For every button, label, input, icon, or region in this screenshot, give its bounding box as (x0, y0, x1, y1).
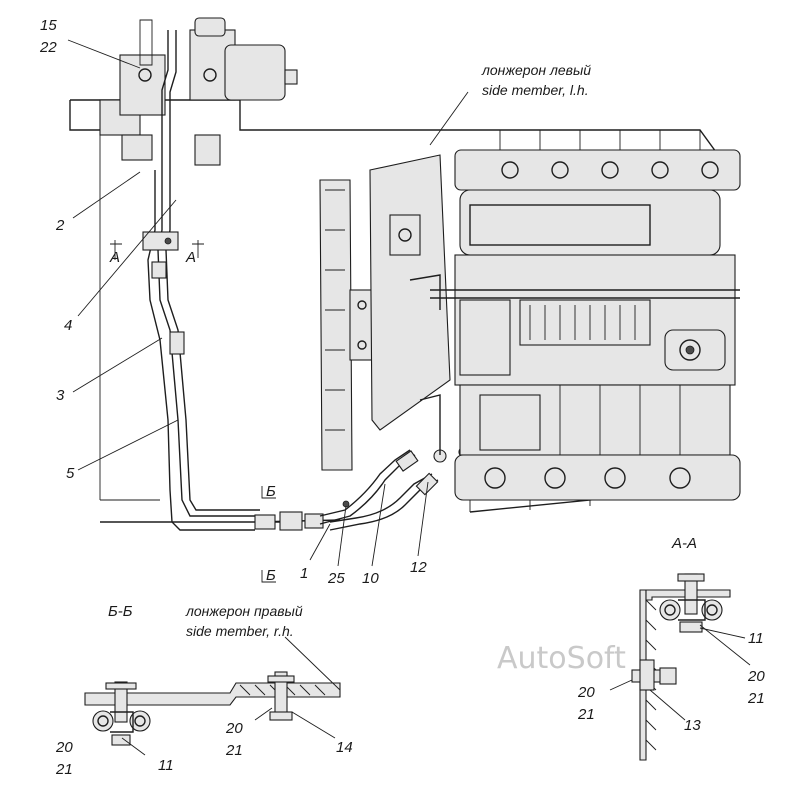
caption-right-member-en: side member, r.h. (186, 623, 294, 639)
fan (319, 179, 373, 471)
callout-4: 4 (64, 317, 72, 334)
section-aa-drawing (609, 573, 751, 761)
callout-22: 22 (39, 39, 57, 56)
section-bb-title: Б-Б (108, 603, 133, 620)
fuel-pipes-left (142, 30, 341, 531)
callout-12: 12 (410, 559, 427, 576)
section-bb-callout-11: 11 (158, 757, 174, 774)
section-aa-callout-20: 20 (747, 668, 765, 685)
callout-5: 5 (66, 465, 75, 482)
section-aa-callout-21: 21 (747, 690, 765, 707)
callout-25: 25 (327, 570, 345, 587)
callout-15: 15 (40, 17, 57, 34)
engine-block (369, 130, 741, 512)
section-aa-callout-13: 13 (684, 717, 701, 734)
section-marker-b-top: Б (266, 483, 276, 500)
pump-assembly (99, 17, 298, 166)
section-bb-callout-14: 14 (336, 739, 353, 756)
section-aa-callout-11: 11 (748, 630, 764, 647)
caption-left-member-en: side member, l.h. (482, 82, 589, 98)
section-aa-callout-21b: 21 (577, 706, 595, 723)
callout-10: 10 (362, 570, 379, 587)
callout-1: 1 (300, 565, 308, 582)
section-marker-b-bottom: Б (266, 567, 276, 584)
section-bb-drawing (84, 636, 341, 756)
section-marker-a-left: A (109, 249, 120, 266)
caption-left-member-ru: лонжерон левый (481, 62, 591, 78)
section-bb-callout-20b: 20 (225, 720, 243, 737)
caption-right-member-ru: лонжерон правый (185, 603, 303, 619)
section-bb-callout-21b: 21 (225, 742, 243, 759)
section-marker-a-right: A (185, 249, 196, 266)
callout-3: 3 (56, 387, 65, 404)
leader-lines (67, 39, 469, 583)
section-bb-callout-20: 20 (55, 739, 73, 756)
section-aa-title: А-А (671, 535, 697, 552)
watermark: AutoSoft (497, 641, 626, 676)
callout-2: 2 (55, 217, 65, 234)
section-aa-callout-20b: 20 (577, 684, 595, 701)
section-bb-callout-21: 21 (55, 761, 73, 778)
